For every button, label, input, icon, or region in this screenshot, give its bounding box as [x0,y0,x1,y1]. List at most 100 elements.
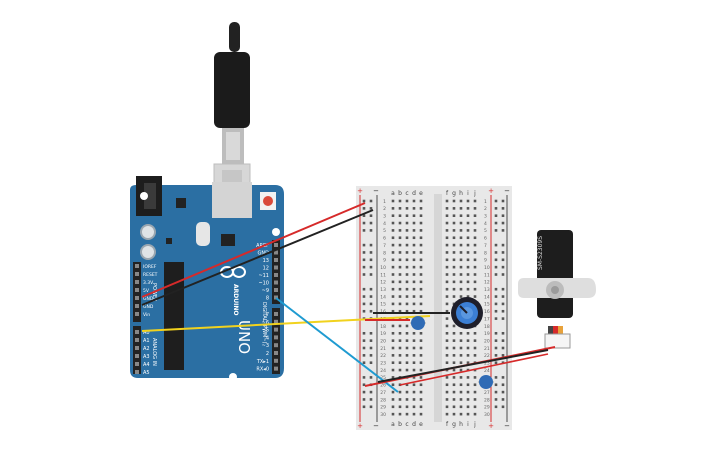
header-pin[interactable] [135,312,139,316]
rail-hole[interactable] [501,251,505,254]
breadboard-hole[interactable] [391,390,395,394]
rail-hole[interactable] [362,199,366,203]
breadboard-hole[interactable] [459,265,463,269]
breadboard-hole[interactable] [466,398,470,401]
breadboard-hole[interactable] [405,243,409,247]
breadboard-hole[interactable] [405,265,409,269]
rail-hole[interactable] [494,405,498,409]
breadboard-hole[interactable] [452,398,456,401]
header-pin[interactable] [274,351,278,355]
breadboard-hole[interactable] [398,317,402,320]
rail-hole[interactable] [362,332,366,335]
rail-hole[interactable] [369,302,373,306]
breadboard-hole[interactable] [391,332,395,335]
breadboard-hole[interactable] [398,207,402,210]
breadboard-hole[interactable] [405,221,409,225]
rail-hole[interactable] [501,346,505,350]
breadboard-hole[interactable] [452,243,456,247]
breadboard-hole[interactable] [466,383,470,387]
rail-hole[interactable] [369,309,373,313]
breadboard-hole[interactable] [412,258,416,262]
breadboard-hole[interactable] [419,332,423,335]
breadboard-hole[interactable] [398,280,402,284]
breadboard-hole[interactable] [405,346,409,350]
rail-hole[interactable] [369,251,373,254]
breadboard-hole[interactable] [405,280,409,284]
breadboard-hole[interactable] [466,243,470,247]
breadboard-hole[interactable] [405,324,409,328]
breadboard-hole[interactable] [419,236,423,240]
breadboard-hole[interactable] [419,412,423,416]
breadboard-hole[interactable] [398,265,402,269]
breadboard-hole[interactable] [445,265,449,269]
breadboard-hole[interactable] [419,383,423,387]
breadboard-hole[interactable] [412,332,416,335]
breadboard-hole[interactable] [459,243,463,247]
breadboard-hole[interactable] [452,361,456,364]
rail-hole[interactable] [362,383,366,387]
breadboard-hole[interactable] [466,332,470,335]
breadboard-hole[interactable] [419,398,423,401]
breadboard-hole[interactable] [459,229,463,232]
breadboard-hole[interactable] [459,258,463,262]
rail-hole[interactable] [501,207,505,210]
breadboard-hole[interactable] [412,339,416,342]
breadboard-hole[interactable] [445,280,449,284]
breadboard-hole[interactable] [398,398,402,401]
breadboard-hole[interactable] [466,221,470,225]
breadboard-hole[interactable] [459,332,463,335]
breadboard-hole[interactable] [452,273,456,276]
breadboard-hole[interactable] [466,265,470,269]
rail-hole[interactable] [494,339,498,342]
rail-hole[interactable] [369,346,373,350]
rail-hole[interactable] [369,332,373,335]
breadboard-hole[interactable] [452,339,456,342]
rail-hole[interactable] [362,265,366,269]
rail-hole[interactable] [494,258,498,262]
breadboard-hole[interactable] [412,295,416,298]
breadboard-hole[interactable] [398,221,402,225]
breadboard-hole[interactable] [473,332,477,335]
breadboard-hole[interactable] [391,368,395,372]
breadboard-hole[interactable] [445,236,449,240]
breadboard-hole[interactable] [419,309,423,313]
rail-hole[interactable] [362,207,366,210]
breadboard-hole[interactable] [398,354,402,357]
breadboard-hole[interactable] [419,361,423,364]
breadboard-hole[interactable] [419,221,423,225]
breadboard-hole[interactable] [405,214,409,217]
breadboard-hole[interactable] [398,368,402,372]
breadboard-hole[interactable] [405,398,409,401]
breadboard-hole[interactable] [398,199,402,203]
breadboard-hole[interactable] [398,346,402,350]
breadboard-hole[interactable] [473,221,477,225]
breadboard-hole[interactable] [391,405,395,409]
breadboard-hole[interactable] [391,258,395,262]
rail-hole[interactable] [494,243,498,247]
breadboard-hole[interactable] [452,221,456,225]
breadboard-hole[interactable] [452,412,456,416]
breadboard-hole[interactable] [445,309,449,313]
breadboard-hole[interactable] [405,405,409,409]
breadboard-hole[interactable] [466,229,470,232]
header-pin[interactable] [274,312,278,316]
header-pin[interactable] [135,304,139,308]
header-pin[interactable] [135,338,139,342]
breadboard-hole[interactable] [412,309,416,313]
breadboard-hole[interactable] [412,383,416,387]
breadboard-hole[interactable] [419,346,423,350]
breadboard-hole[interactable] [419,229,423,232]
breadboard-hole[interactable] [445,398,449,401]
breadboard-hole[interactable] [405,229,409,232]
breadboard-hole[interactable] [412,346,416,350]
rail-hole[interactable] [501,265,505,269]
breadboard-hole[interactable] [445,390,449,394]
breadboard-hole[interactable] [459,251,463,254]
rail-hole[interactable] [494,332,498,335]
breadboard-hole[interactable] [466,287,470,291]
breadboard-hole[interactable] [391,309,395,313]
breadboard-hole[interactable] [452,280,456,284]
breadboard-hole[interactable] [412,273,416,276]
rail-hole[interactable] [362,354,366,357]
header-pin[interactable] [135,280,139,284]
